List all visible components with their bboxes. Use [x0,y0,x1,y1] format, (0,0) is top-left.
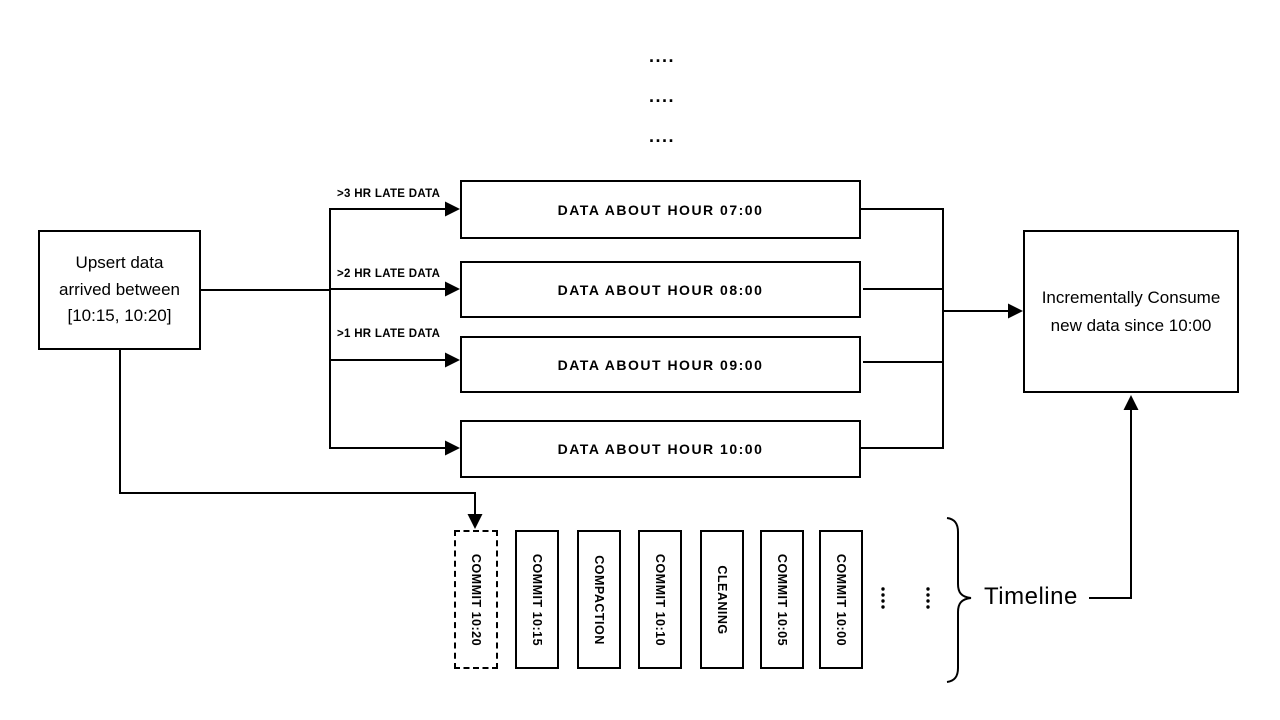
commit-instant-label: COMMIT 10:20 [469,553,483,646]
commit-instant-label: COMMIT 10:05 [775,553,789,646]
compaction-instant: COMPACTION [577,530,621,669]
arrow-to-new-commit [119,350,483,529]
timeline-label: Timeline [984,583,1078,610]
upsert-feed-line [201,209,331,448]
commit-instant-1010: COMMIT 10:10 [638,530,682,669]
commit-instant-1020: COMMIT 10:20 [454,530,498,669]
timeline-ellipsis-dots [881,587,930,609]
late-data-label-1hr: >1 HR LATE DATA [337,328,441,340]
arrow-to-consumer [943,303,1023,319]
upsert-data-line: [10:15, 10:20] [67,306,172,326]
cleaning-instant: CLEANING [700,530,744,669]
hour-box-0800: DATA ABOUT HOUR 08:00 [460,261,861,318]
commit-instant-label: COMMIT 10:10 [653,553,667,646]
hour-box-1000: DATA ABOUT HOUR 10:00 [460,420,861,478]
consumer-bus-lines [861,208,944,449]
top-ellipsis-row: .... [648,126,675,146]
arrow-current-hour [329,440,460,456]
commit-instant-1005: COMMIT 10:05 [760,530,804,669]
arrow-late-3hr [329,201,460,217]
late-data-label-2hr: >2 HR LATE DATA [337,268,441,280]
arrow-late-2hr [329,281,460,297]
top-ellipsis-row: .... [648,46,675,66]
top-ellipsis-row: .... [648,86,675,106]
upsert-data-box: Upsert data arrived between [10:15, 10:2… [38,230,201,350]
commit-instant-1015: COMMIT 10:15 [515,530,559,669]
incremental-consume-line: new data since 10:00 [1050,315,1212,335]
upsert-data-line: Upsert data [75,253,164,273]
incremental-consume-line: Incrementally Consume [1041,288,1221,308]
commit-instant-label: COMPACTION [592,554,606,645]
commit-instant-label: CLEANING [715,564,729,635]
hour-box-0900: DATA ABOUT HOUR 09:00 [460,336,861,393]
late-data-label-3hr: >3 HR LATE DATA [337,188,441,200]
commit-instant-label: COMMIT 10:00 [834,553,848,646]
timeline-brace [946,517,972,683]
arrow-timeline-to-consumer [1089,395,1139,599]
commit-instant-1000: COMMIT 10:00 [819,530,863,669]
incremental-consume-box: Incrementally Consume new data since 10:… [1023,230,1239,393]
hour-box-0700: DATA ABOUT HOUR 07:00 [460,180,861,239]
commit-instant-label: COMMIT 10:15 [530,553,544,646]
arrow-late-1hr [329,352,460,368]
upsert-data-line: arrived between [59,279,180,299]
